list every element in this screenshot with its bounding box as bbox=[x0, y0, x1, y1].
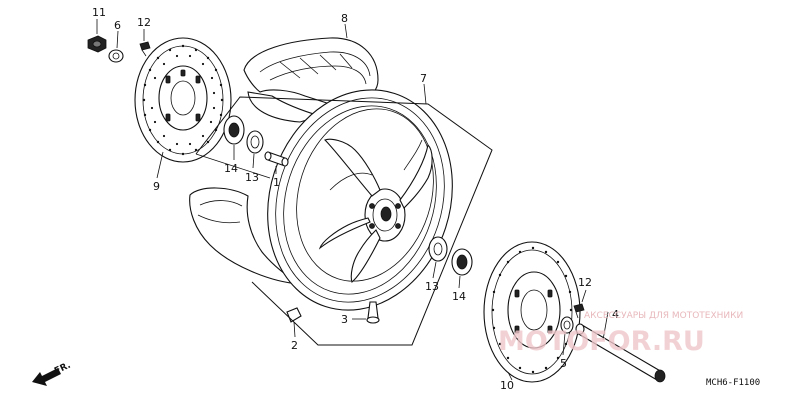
leader-lines bbox=[96, 19, 609, 381]
callout-12-top: 12 bbox=[137, 16, 151, 29]
callout-11: 11 bbox=[92, 6, 106, 19]
callout-12-right: 12 bbox=[578, 276, 592, 289]
nut-11 bbox=[87, 35, 107, 53]
collar-6 bbox=[108, 49, 124, 63]
front-direction-arrow: FR. bbox=[32, 361, 72, 386]
right-brake-disc bbox=[483, 241, 581, 383]
callout-8: 8 bbox=[341, 12, 348, 25]
callout-labels: 11 6 12 8 7 14 13 1 9 13 14 12 4 3 2 5 1… bbox=[92, 6, 619, 392]
callout-6: 6 bbox=[114, 19, 121, 32]
bolt-12-top bbox=[139, 41, 151, 57]
axle bbox=[560, 316, 666, 383]
callout-5: 5 bbox=[560, 357, 567, 370]
left-brake-disc bbox=[134, 37, 232, 163]
watermark-brand: MOTOFOR.RU bbox=[498, 326, 705, 357]
callout-14-right: 14 bbox=[452, 290, 466, 303]
callout-7: 7 bbox=[420, 72, 427, 85]
left-bearings-group bbox=[223, 115, 289, 167]
callout-4: 4 bbox=[612, 308, 619, 321]
callout-3: 3 bbox=[341, 313, 348, 326]
valve-3 bbox=[366, 301, 380, 324]
direction-label: FR. bbox=[53, 361, 72, 377]
callout-13-left: 13 bbox=[245, 171, 259, 184]
wheel-rim bbox=[267, 89, 453, 311]
watermark-tagline: АКСЕССУАРЫ ДЛЯ МОТОТЕХНИКИ bbox=[584, 311, 743, 321]
callout-2: 2 bbox=[291, 339, 298, 352]
watermark: АКСЕССУАРЫ ДЛЯ МОТОТЕХНИКИ MOTOFOR.RU bbox=[498, 311, 743, 357]
callout-1: 1 bbox=[273, 176, 280, 189]
callout-13-right: 13 bbox=[425, 280, 439, 293]
callout-10: 10 bbox=[500, 379, 514, 392]
callout-14-left: 14 bbox=[224, 162, 238, 175]
right-bearings-group bbox=[428, 236, 473, 276]
diagram-code: MCH6-F1100 bbox=[706, 378, 760, 388]
bolt-12-right bbox=[573, 303, 585, 319]
callout-9: 9 bbox=[153, 180, 160, 193]
assembly-outline bbox=[195, 96, 493, 346]
weight-2 bbox=[286, 307, 302, 323]
